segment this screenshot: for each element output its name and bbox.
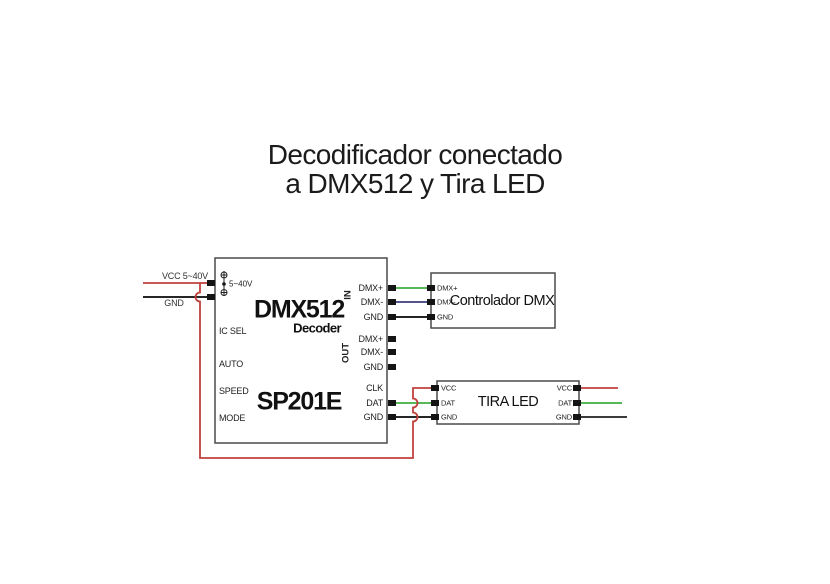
ctrl-pin-gnd-label: GND xyxy=(437,312,454,322)
config-pin-mode: MODE xyxy=(219,413,246,423)
pin-in-dmx-minus xyxy=(388,299,396,305)
led-pin-dat-label: DAT xyxy=(366,398,383,408)
pin-in-dmx-plus xyxy=(388,285,396,291)
decoder-subtitle: Decoder xyxy=(293,320,341,336)
decoder-power-rating: 5~40V xyxy=(229,279,253,288)
pin-gnd-led xyxy=(388,414,396,420)
pin-gnd xyxy=(207,294,215,300)
vcc-feed-label: VCC 5~40V xyxy=(162,271,208,281)
pin-strip-dat-out xyxy=(573,400,581,406)
pin-ctrl-dmx-plus xyxy=(427,285,435,291)
decoder-model: SP201E xyxy=(256,387,343,416)
dmx-in-group-label: IN xyxy=(342,290,354,300)
strip-in-dat-label: DAT xyxy=(441,398,455,408)
ctrl-pin-dmx-plus-label: DMX+ xyxy=(437,283,458,293)
page-title-line1: Decodificador conectado xyxy=(267,139,563,170)
pin-ctrl-gnd xyxy=(427,314,435,320)
controller-name: Controlador DMX xyxy=(449,293,555,309)
out-pin-gnd-label: GND xyxy=(363,362,384,372)
wires xyxy=(143,282,627,459)
pin-out-dmx-minus xyxy=(388,349,396,355)
pin-in-gnd xyxy=(388,314,396,320)
pin-strip-vcc-in xyxy=(431,385,439,391)
led-strip-name: TIRA LED xyxy=(477,394,539,410)
pin-strip-gnd-in xyxy=(431,414,439,420)
pin-out-gnd xyxy=(388,364,396,370)
in-pin-dmx-plus-label: DMX+ xyxy=(358,283,384,293)
gnd-feed-label: GND xyxy=(164,298,184,308)
config-pin-auto: AUTO xyxy=(219,359,244,369)
decoder-box xyxy=(214,257,388,444)
pin-strip-vcc-out xyxy=(573,385,581,391)
in-pin-gnd-label: GND xyxy=(363,312,384,322)
ctrl-pin-dmx-minus-label: DMX- xyxy=(437,297,456,307)
wire-vcc-power-route xyxy=(194,283,431,459)
out-pin-dmx-minus-label: DMX- xyxy=(360,347,383,357)
strip-out-gnd-label: GND xyxy=(555,412,572,422)
power-terminal-symbol xyxy=(220,271,228,296)
strip-in-vcc-label: VCC xyxy=(441,383,457,393)
pin-vcc xyxy=(207,280,215,286)
pin-dat xyxy=(388,400,396,406)
led-pin-clk-label: CLK xyxy=(366,383,383,393)
config-pin-ic-sel: IC SEL xyxy=(219,326,247,336)
pin-strip-gnd-out xyxy=(573,414,581,420)
strip-in-gnd-label: GND xyxy=(441,412,458,422)
led-pin-gnd-label: GND xyxy=(363,412,384,422)
out-pin-dmx-plus-label: DMX+ xyxy=(358,334,384,344)
pin-terminals xyxy=(207,280,581,420)
pin-out-dmx-plus xyxy=(388,336,396,342)
in-pin-dmx-minus-label: DMX- xyxy=(360,297,383,307)
strip-out-dat-label: DAT xyxy=(558,398,572,408)
strip-out-vcc-label: VCC xyxy=(556,383,572,393)
pin-ctrl-dmx-minus xyxy=(427,299,435,305)
dmx-out-group-label: OUT xyxy=(340,342,352,364)
config-pin-speed: SPEED xyxy=(219,386,249,396)
pin-strip-dat-in xyxy=(431,400,439,406)
page-title-line2: a DMX512 y Tira LED xyxy=(285,168,545,199)
decoder-title: DMX512 xyxy=(253,295,345,324)
